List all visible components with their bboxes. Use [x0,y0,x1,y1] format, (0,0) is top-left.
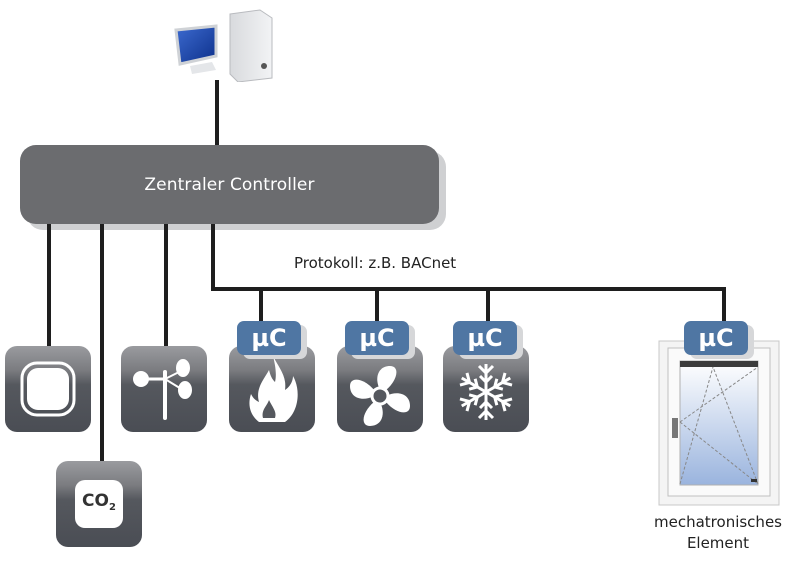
square-button-icon [20,361,76,417]
central-controller: Zentraler Controller [20,145,439,224]
cooling-link [486,287,490,321]
protocol-label: Protokoll: z.B. BACnet [294,254,457,272]
heating-module: µC [237,321,301,355]
snowflake-icon [456,364,516,422]
presence-sensor-link [47,224,51,346]
cooling-device [443,346,529,432]
cooling-module: µC [453,321,517,355]
wind-sensor [121,346,207,432]
presence-sensor [5,346,91,432]
window-caption-line1: mechatronisches [654,513,782,531]
window-element [658,340,780,506]
controller-label: Zentraler Controller [144,174,315,195]
ventilation-module: µC [345,321,409,355]
heating-device [229,346,315,432]
co2-sensor-link [100,224,104,462]
co2-sensor: CO2 [56,461,142,547]
window-module: µC [684,321,748,355]
window-link [722,287,726,321]
ventilation-device [337,346,423,432]
ventilation-link [375,287,379,321]
wind-sensor-link [164,224,168,346]
co2-subscript: 2 [108,502,116,513]
workstation-link [215,80,219,146]
heating-link [259,287,263,321]
co2-icon [75,480,123,528]
fan-icon [350,366,410,426]
window-icon [658,340,780,506]
anemometer-icon [133,359,192,420]
bus-drop [211,224,215,291]
computer-icon [172,8,276,83]
flame-icon [249,356,298,422]
window-caption: mechatronisches Element [640,512,796,554]
window-caption-line2: Element [686,534,750,552]
co2-text: CO [82,491,109,511]
bus-line [211,287,726,291]
